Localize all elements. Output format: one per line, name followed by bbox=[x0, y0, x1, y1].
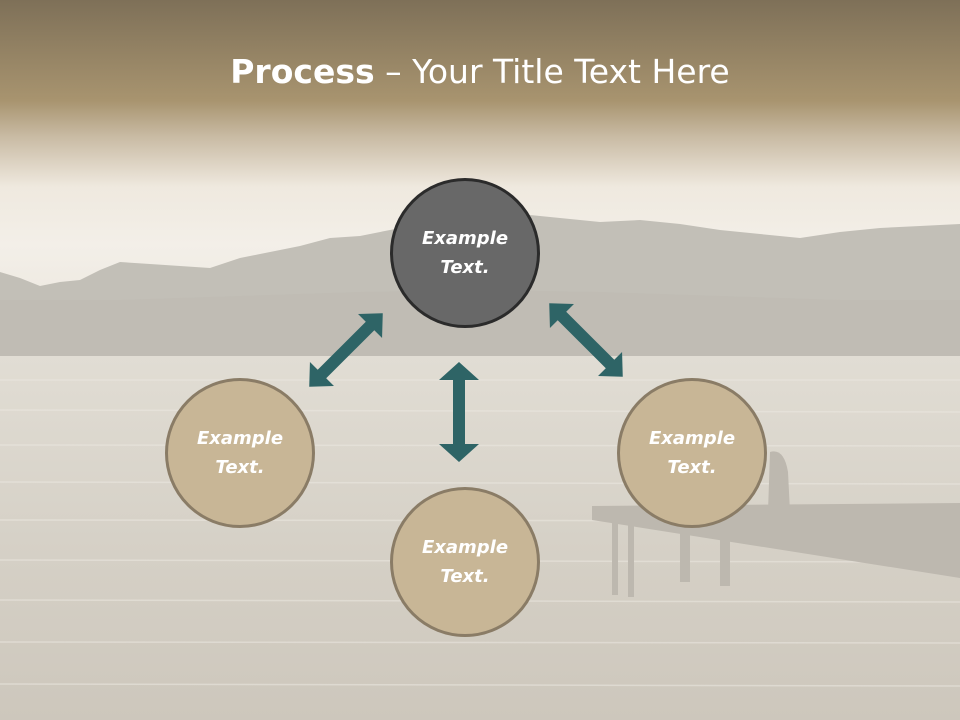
process-node-right: Example Text. bbox=[617, 378, 767, 528]
node-label-line-1: Example bbox=[648, 428, 736, 449]
process-node-left: Example Text. bbox=[165, 378, 315, 528]
title-rest-part: – Your Title Text Here bbox=[374, 52, 730, 91]
node-label: Example Text. bbox=[637, 424, 747, 482]
node-label-line-1: Example bbox=[421, 228, 509, 249]
node-label-line-2: Text. bbox=[440, 566, 490, 587]
title-bold-part: Process bbox=[230, 52, 375, 91]
node-label: Example Text. bbox=[185, 424, 295, 482]
slide-title: Process – Your Title Text Here bbox=[0, 52, 960, 91]
process-node-center: Example Text. bbox=[390, 178, 540, 328]
node-label: Example Text. bbox=[410, 533, 520, 591]
process-node-bottom: Example Text. bbox=[390, 487, 540, 637]
node-label-line-1: Example bbox=[196, 428, 284, 449]
node-label-line-2: Text. bbox=[667, 457, 717, 478]
node-label-line-1: Example bbox=[421, 537, 509, 558]
node-label-line-2: Text. bbox=[440, 257, 490, 278]
node-label-line-2: Text. bbox=[215, 457, 265, 478]
node-label: Example Text. bbox=[410, 224, 520, 282]
